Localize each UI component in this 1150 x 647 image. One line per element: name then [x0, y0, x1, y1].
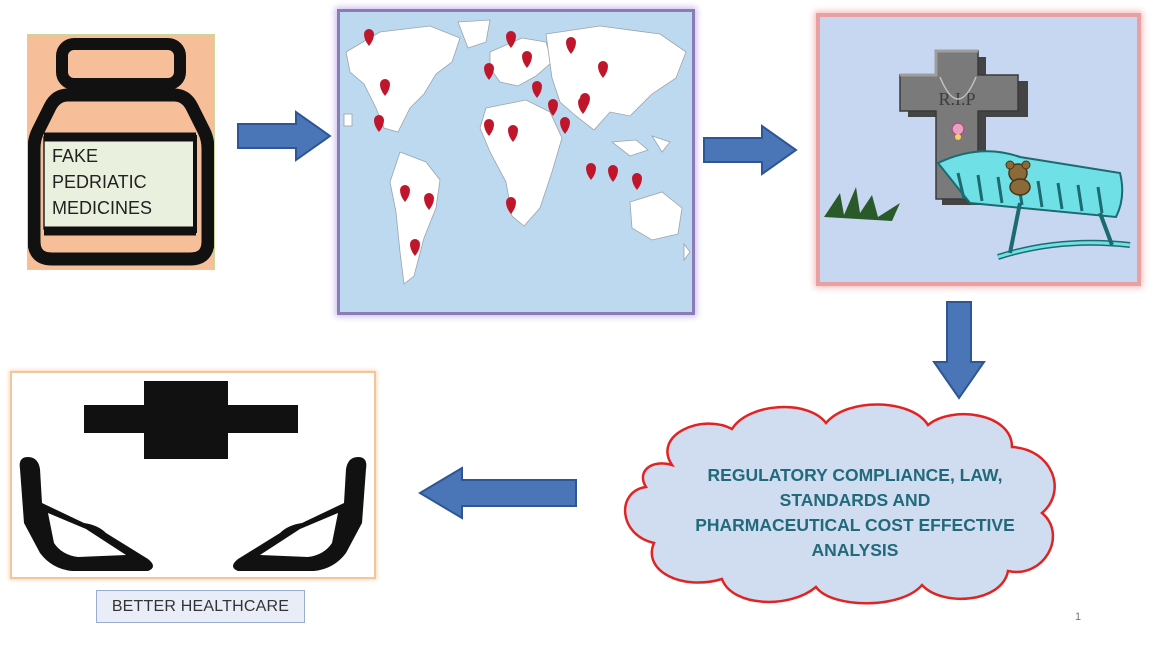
- arrow-left: [418, 466, 577, 520]
- fake-medicine-panel: FAKE PEDRIATIC MEDICINES: [27, 34, 215, 270]
- arrow-right-2: [703, 124, 798, 176]
- medicine-bottle-icon: [27, 38, 215, 266]
- better-healthcare-label: BETTER HEALTHCARE: [96, 590, 305, 623]
- bottle-label-line-3: MEDICINES: [52, 198, 153, 218]
- better-healthcare-panel: [10, 371, 376, 579]
- regulation-cloud-shape: [623, 403, 1056, 605]
- grave-cradle-icon: R.I.P: [824, 49, 1131, 260]
- cloud-line-3: PHARMACEUTICAL COST EFFECTIVE: [695, 515, 1015, 535]
- bottle-label-text: FAKE PEDRIATIC MEDICINES: [52, 143, 152, 221]
- world-map-panel: [337, 9, 695, 315]
- healthcare-hands-cross-icon: [19, 381, 367, 571]
- arrow-right-1: [237, 110, 332, 162]
- bottle-label-line-1: FAKE: [52, 146, 99, 166]
- map-pins: [364, 29, 642, 256]
- regulation-cloud-text: REGULATORY COMPLIANCE, LAW, STANDARDS AN…: [680, 463, 1030, 563]
- cloud-line-2: STANDARDS AND: [779, 490, 931, 510]
- bottle-label-line-2: PEDRIATIC: [52, 172, 147, 192]
- world-map-icon: [340, 12, 692, 312]
- arrow-down: [932, 301, 986, 400]
- cloud-line-4: ANALYSIS: [811, 540, 899, 560]
- infant-death-panel: R.I.P: [816, 13, 1141, 286]
- cloud-line-1: REGULATORY COMPLIANCE, LAW,: [707, 465, 1003, 485]
- page-number: 1: [1075, 611, 1082, 623]
